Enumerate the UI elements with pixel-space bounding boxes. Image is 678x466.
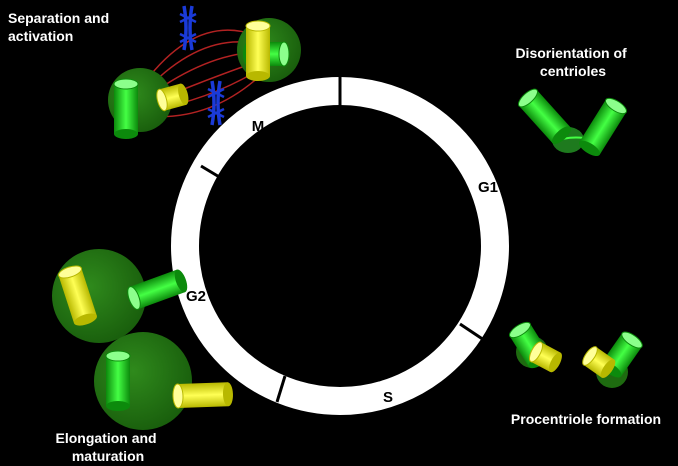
phase-label-s: S: [383, 389, 393, 406]
elongation-stage-illustration: [52, 249, 234, 430]
centrosome: [94, 332, 234, 430]
procentriole-stage-illustration: [506, 318, 646, 388]
cell-cycle-ring: [171, 76, 509, 415]
stage-label-procentriole: Procentriole formation: [511, 411, 661, 427]
ring-divider-s-g2: [275, 375, 287, 403]
centrosome: [108, 68, 191, 140]
centrosome: [237, 18, 301, 82]
phase-label-g2: G2: [186, 288, 206, 305]
stage-label-elongation: Elongation and maturation: [56, 430, 161, 464]
stage-label-disorientation: Disorientation of centrioles: [515, 45, 630, 79]
phase-label-m: M: [252, 118, 265, 135]
ring-divider-g1-s: [459, 322, 485, 342]
phase-label-g1: G1: [478, 179, 498, 196]
separation-stage-illustration: [108, 4, 301, 140]
centrosome: [52, 249, 191, 343]
chromosome: [178, 4, 198, 52]
stage-label-separation: Separation and activation: [8, 10, 113, 44]
disorientation-stage-illustration: [515, 85, 630, 160]
ring-divider-g2-m: [200, 164, 222, 180]
